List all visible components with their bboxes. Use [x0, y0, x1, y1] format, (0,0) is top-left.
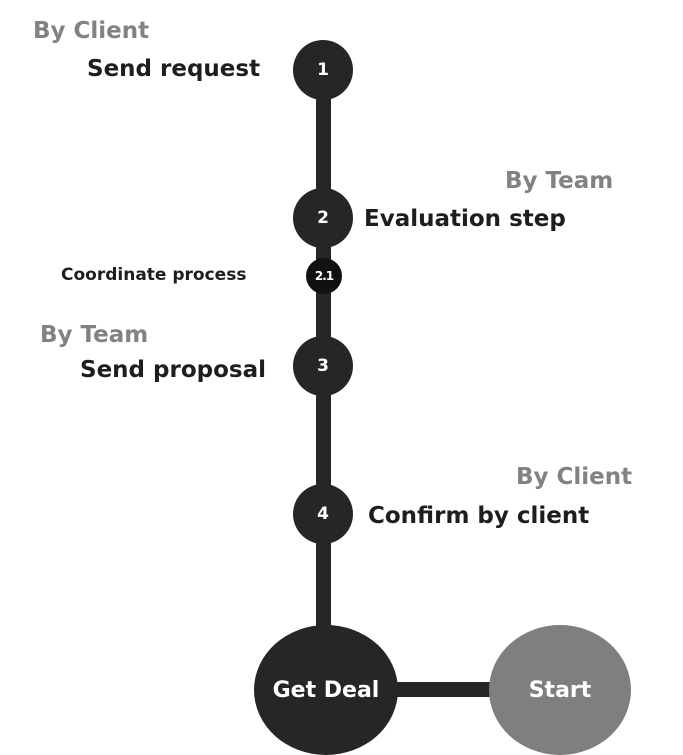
- substep-2-1-node: 2.1: [306, 258, 342, 294]
- step-1-node: 1: [293, 40, 353, 100]
- start-node: Start: [489, 625, 631, 755]
- substep-2-1-title: Coordinate process: [61, 265, 247, 285]
- step-3-node: 3: [293, 336, 353, 396]
- step-1-title: Send request: [87, 56, 261, 82]
- step-1-actor: By Client: [33, 18, 150, 44]
- step-2-title: Evaluation step: [364, 206, 566, 232]
- step-4-node: 4: [293, 484, 353, 544]
- get-deal-node: Get Deal: [254, 625, 398, 755]
- step-4-title: Confirm by client: [368, 503, 590, 529]
- step-2-actor: By Team: [505, 168, 614, 194]
- step-3-actor: By Team: [40, 322, 149, 348]
- step-3-title: Send proposal: [80, 357, 266, 383]
- step-4-actor: By Client: [516, 464, 633, 490]
- step-2-node: 2: [293, 188, 353, 248]
- horizontal-connector: [390, 682, 500, 697]
